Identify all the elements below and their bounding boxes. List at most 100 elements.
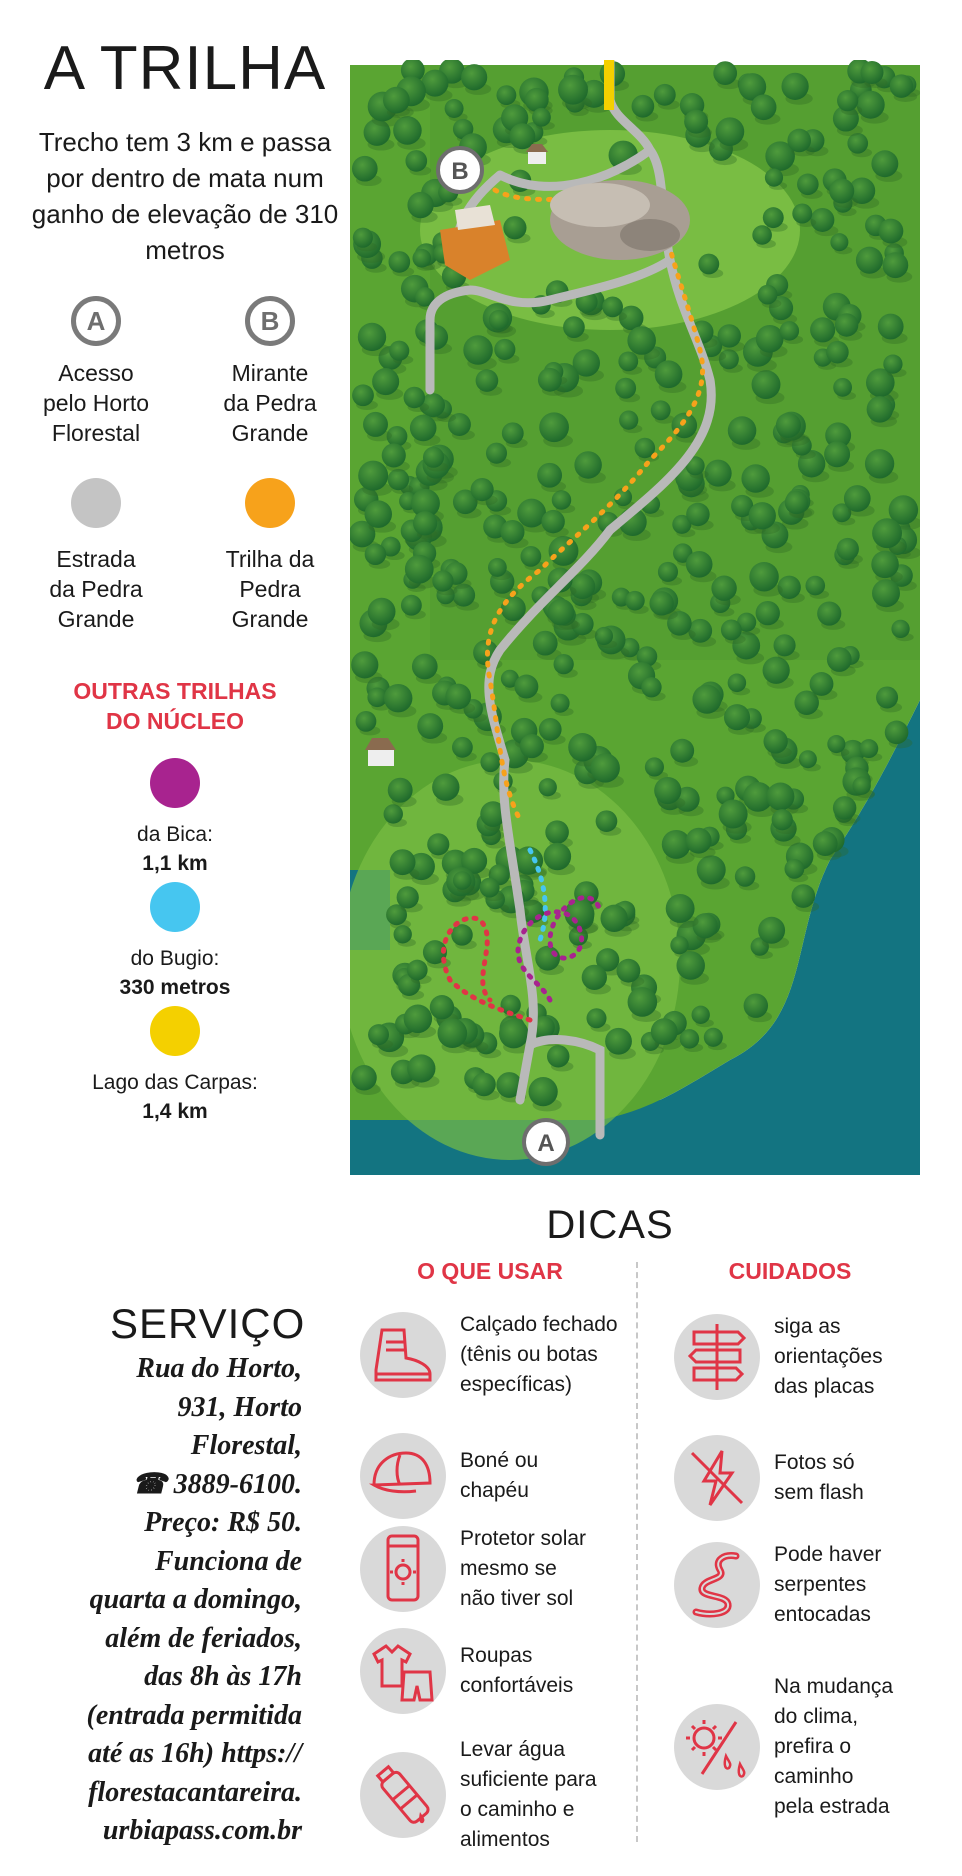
tree — [787, 128, 812, 153]
tree — [731, 494, 754, 518]
tree — [352, 227, 373, 248]
legend-access-a-label: Acesso pelo Horto Florestal — [42, 360, 150, 446]
tree — [500, 520, 525, 545]
trail-bugio-length: 330 metros — [119, 976, 231, 999]
tree — [809, 672, 834, 696]
tree — [883, 354, 903, 374]
trail-bugio-name: do Bugio: — [130, 947, 220, 970]
tree — [488, 309, 509, 330]
tree — [351, 651, 379, 679]
tree — [500, 596, 526, 622]
tree — [393, 116, 422, 145]
lake-trail-segment — [604, 60, 614, 110]
tree — [654, 776, 682, 805]
tree — [445, 683, 472, 710]
tree — [407, 191, 434, 219]
tree-canopy — [348, 58, 923, 1112]
tree — [432, 570, 454, 592]
tree — [743, 993, 769, 1018]
tree — [743, 782, 773, 812]
tree — [451, 924, 473, 946]
tree — [363, 411, 388, 437]
tree — [569, 573, 596, 600]
tree — [872, 579, 900, 608]
legend-road-label: Estrada da Pedra Grande — [49, 546, 143, 632]
tree — [825, 422, 852, 449]
tree — [615, 377, 637, 399]
tree — [393, 925, 412, 944]
tree — [352, 384, 374, 407]
tree — [535, 945, 561, 971]
tree — [532, 107, 551, 127]
tree — [636, 646, 658, 667]
tree — [884, 720, 909, 745]
tip-weather: Na mudança do clima, prefira o caminho p… — [674, 1672, 893, 1822]
tree — [698, 253, 720, 275]
what-to-use-title: O QUE USAR — [417, 1258, 563, 1284]
pedra-grande-rock — [550, 180, 690, 260]
tree — [769, 296, 794, 321]
tree — [452, 489, 478, 515]
tree — [871, 150, 899, 178]
tree — [691, 1005, 710, 1024]
tree — [791, 884, 816, 908]
trail-color-dot — [245, 478, 295, 528]
tree — [865, 368, 895, 397]
trail-bica: da Bica: 1,1 km — [70, 758, 280, 878]
legend-road: Estrada da Pedra Grande — [6, 478, 186, 634]
tree — [538, 778, 557, 797]
tree — [605, 1027, 632, 1055]
tree — [537, 367, 562, 392]
tree — [387, 777, 413, 803]
tree — [891, 619, 910, 639]
tree — [351, 1065, 377, 1091]
tree — [405, 150, 428, 172]
tree — [771, 809, 793, 831]
tree — [775, 412, 801, 438]
tree — [496, 85, 517, 106]
tree — [649, 591, 674, 616]
house-top — [526, 144, 548, 164]
tree — [878, 218, 904, 244]
tip-boot-text: Calçado fechado (tênis ou botas específi… — [460, 1313, 618, 1396]
tree — [389, 340, 410, 361]
tree — [826, 340, 849, 364]
no-flash-icon — [674, 1435, 760, 1521]
signpost-icon — [674, 1314, 760, 1400]
tree — [461, 847, 488, 874]
tree — [432, 773, 460, 801]
tree — [676, 951, 705, 980]
tree — [855, 246, 883, 274]
tree — [732, 631, 761, 660]
tree — [852, 776, 871, 795]
tree — [817, 601, 842, 626]
tree — [761, 521, 789, 549]
tree — [496, 1072, 523, 1098]
tree — [400, 594, 422, 616]
tree — [595, 810, 618, 833]
tree — [386, 425, 408, 447]
tree — [749, 561, 779, 592]
tree — [368, 1024, 390, 1046]
tip-water: Levar água suficiente para o caminho e a… — [360, 1735, 597, 1855]
tree — [618, 351, 639, 372]
tip-sunscreen: Protetor solar mesmo se não tiver sol — [360, 1524, 586, 1614]
legend-trail: Trilha da Pedra Grande — [180, 478, 360, 634]
tree — [797, 173, 819, 196]
tip-water-text: Levar água suficiente para o caminho e a… — [460, 1738, 597, 1851]
page-subtitle: Trecho tem 3 km e passa por dentro de ma… — [31, 127, 339, 265]
tree — [396, 886, 419, 909]
cap-icon — [360, 1433, 446, 1519]
tree — [568, 733, 597, 762]
tree — [717, 324, 741, 348]
tree — [718, 349, 739, 370]
house-middle — [365, 738, 396, 766]
tree — [791, 435, 812, 456]
tree — [461, 64, 488, 91]
tip-no-flash: Fotos só sem flash — [674, 1435, 864, 1521]
tree — [679, 1029, 700, 1049]
tree — [738, 73, 767, 101]
tree — [422, 446, 445, 468]
tree — [692, 684, 722, 714]
tree — [596, 948, 620, 972]
